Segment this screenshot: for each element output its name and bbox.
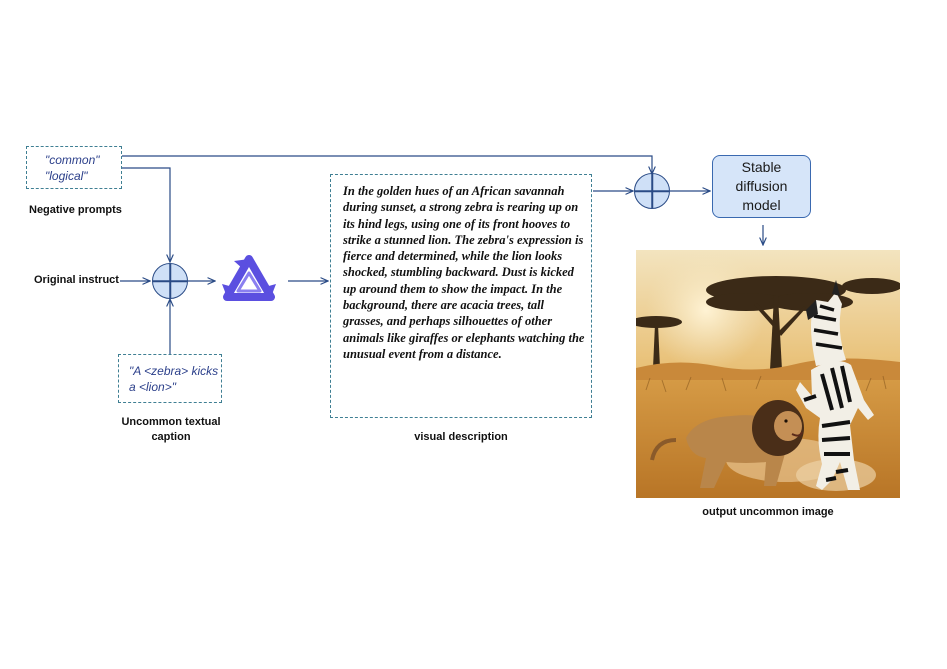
visual-description-label: visual description xyxy=(414,431,508,443)
uncommon-caption-box: "A <zebra> kicks a <lion>" xyxy=(118,354,222,403)
plus-circle-icon xyxy=(152,263,188,299)
uncommon-caption-label-1: Uncommon textual xyxy=(121,416,221,428)
plus-circle-icon xyxy=(634,173,670,209)
llm-logo-icon xyxy=(222,255,276,301)
original-instruct-label: Original instruct xyxy=(34,274,119,286)
model-line-2: diffusion xyxy=(735,178,788,194)
model-line-3: model xyxy=(742,197,781,213)
caption-line-2: a <lion>" xyxy=(129,380,176,394)
output-image-label: output uncommon image xyxy=(702,506,834,518)
negative-prompt-logical: "logical" xyxy=(45,169,88,183)
visual-description-text: In the golden hues of an African savanna… xyxy=(343,184,585,361)
negative-prompts-box: "common" "logical" xyxy=(26,146,122,189)
negative-prompt-common: "common" xyxy=(45,153,100,167)
stable-diffusion-model-box: Stable diffusion model xyxy=(712,155,811,218)
zebra-kicks-lion-image xyxy=(636,250,900,498)
model-line-1: Stable xyxy=(741,159,782,175)
negative-prompts-label: Negative prompts xyxy=(29,204,122,216)
uncommon-caption-label-2: caption xyxy=(151,431,191,443)
arrow-negative-to-combine xyxy=(121,167,170,262)
visual-description-box: In the golden hues of an African savanna… xyxy=(330,174,592,418)
caption-line-1: "A <zebra> kicks xyxy=(129,364,219,378)
arrow-negative-to-final-combine xyxy=(121,155,652,174)
